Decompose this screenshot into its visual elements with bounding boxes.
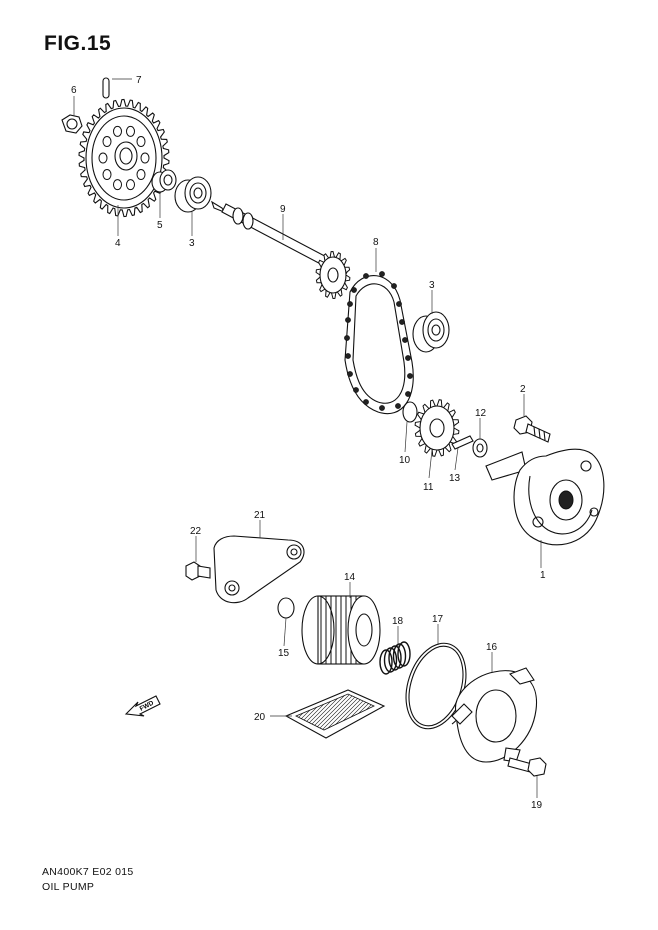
callout-18: 18 — [392, 616, 404, 627]
washer-12 — [472, 438, 488, 458]
callout-labels: 1 2 3 3 4 5 6 7 8 9 10 11 12 13 14 15 16… — [71, 75, 546, 811]
callout-6: 6 — [71, 85, 77, 96]
forward-direction-arrow: FWD — [124, 695, 161, 717]
bearing-left — [174, 176, 212, 213]
dowel-pin — [102, 77, 110, 99]
callout-3-left: 3 — [189, 238, 195, 249]
figure-title: FIG.15 — [44, 32, 112, 55]
callout-21: 21 — [254, 510, 266, 521]
shaft-sprocket — [315, 250, 351, 300]
callout-19: 19 — [531, 800, 543, 811]
callout-4: 4 — [115, 238, 121, 249]
oil-filter — [301, 595, 381, 665]
callout-9: 9 — [280, 204, 286, 215]
nut — [61, 114, 83, 134]
drive-chain — [344, 271, 414, 415]
spacer — [151, 169, 177, 193]
bolt-22 — [185, 561, 211, 581]
oil-pump-assembly — [485, 448, 605, 546]
bearing-right — [412, 311, 450, 353]
oil-strainer — [284, 689, 386, 739]
callout-8: 8 — [373, 237, 379, 248]
o-ring-15 — [277, 597, 295, 619]
callout-1: 1 — [540, 570, 546, 581]
callout-20: 20 — [254, 712, 266, 723]
bolt-19 — [507, 757, 547, 777]
callout-2: 2 — [520, 384, 526, 395]
callout-22: 22 — [190, 526, 202, 537]
bolt-2 — [513, 415, 551, 443]
callout-16: 16 — [486, 642, 498, 653]
cover-plate — [213, 535, 305, 604]
diagram-name: OIL PUMP — [42, 881, 95, 893]
callout-13: 13 — [449, 473, 461, 484]
o-ring-10 — [402, 401, 418, 423]
callout-7: 7 — [136, 75, 142, 86]
pump-sprocket — [414, 399, 460, 457]
filter-cover — [451, 667, 538, 763]
callout-14: 14 — [344, 572, 356, 583]
callout-11: 11 — [423, 482, 434, 493]
callout-3-right: 3 — [429, 280, 435, 291]
callout-15: 15 — [278, 648, 290, 659]
leader-lines — [73, 78, 542, 798]
pump-pin — [451, 435, 474, 450]
diagram-code: AN400K7 E02 015 — [42, 866, 134, 878]
callout-12: 12 — [475, 408, 487, 419]
callout-17: 17 — [432, 614, 444, 625]
filter-spring — [379, 641, 411, 675]
callout-5: 5 — [157, 220, 163, 231]
callout-10: 10 — [399, 455, 411, 466]
driven-sprocket — [78, 98, 170, 218]
